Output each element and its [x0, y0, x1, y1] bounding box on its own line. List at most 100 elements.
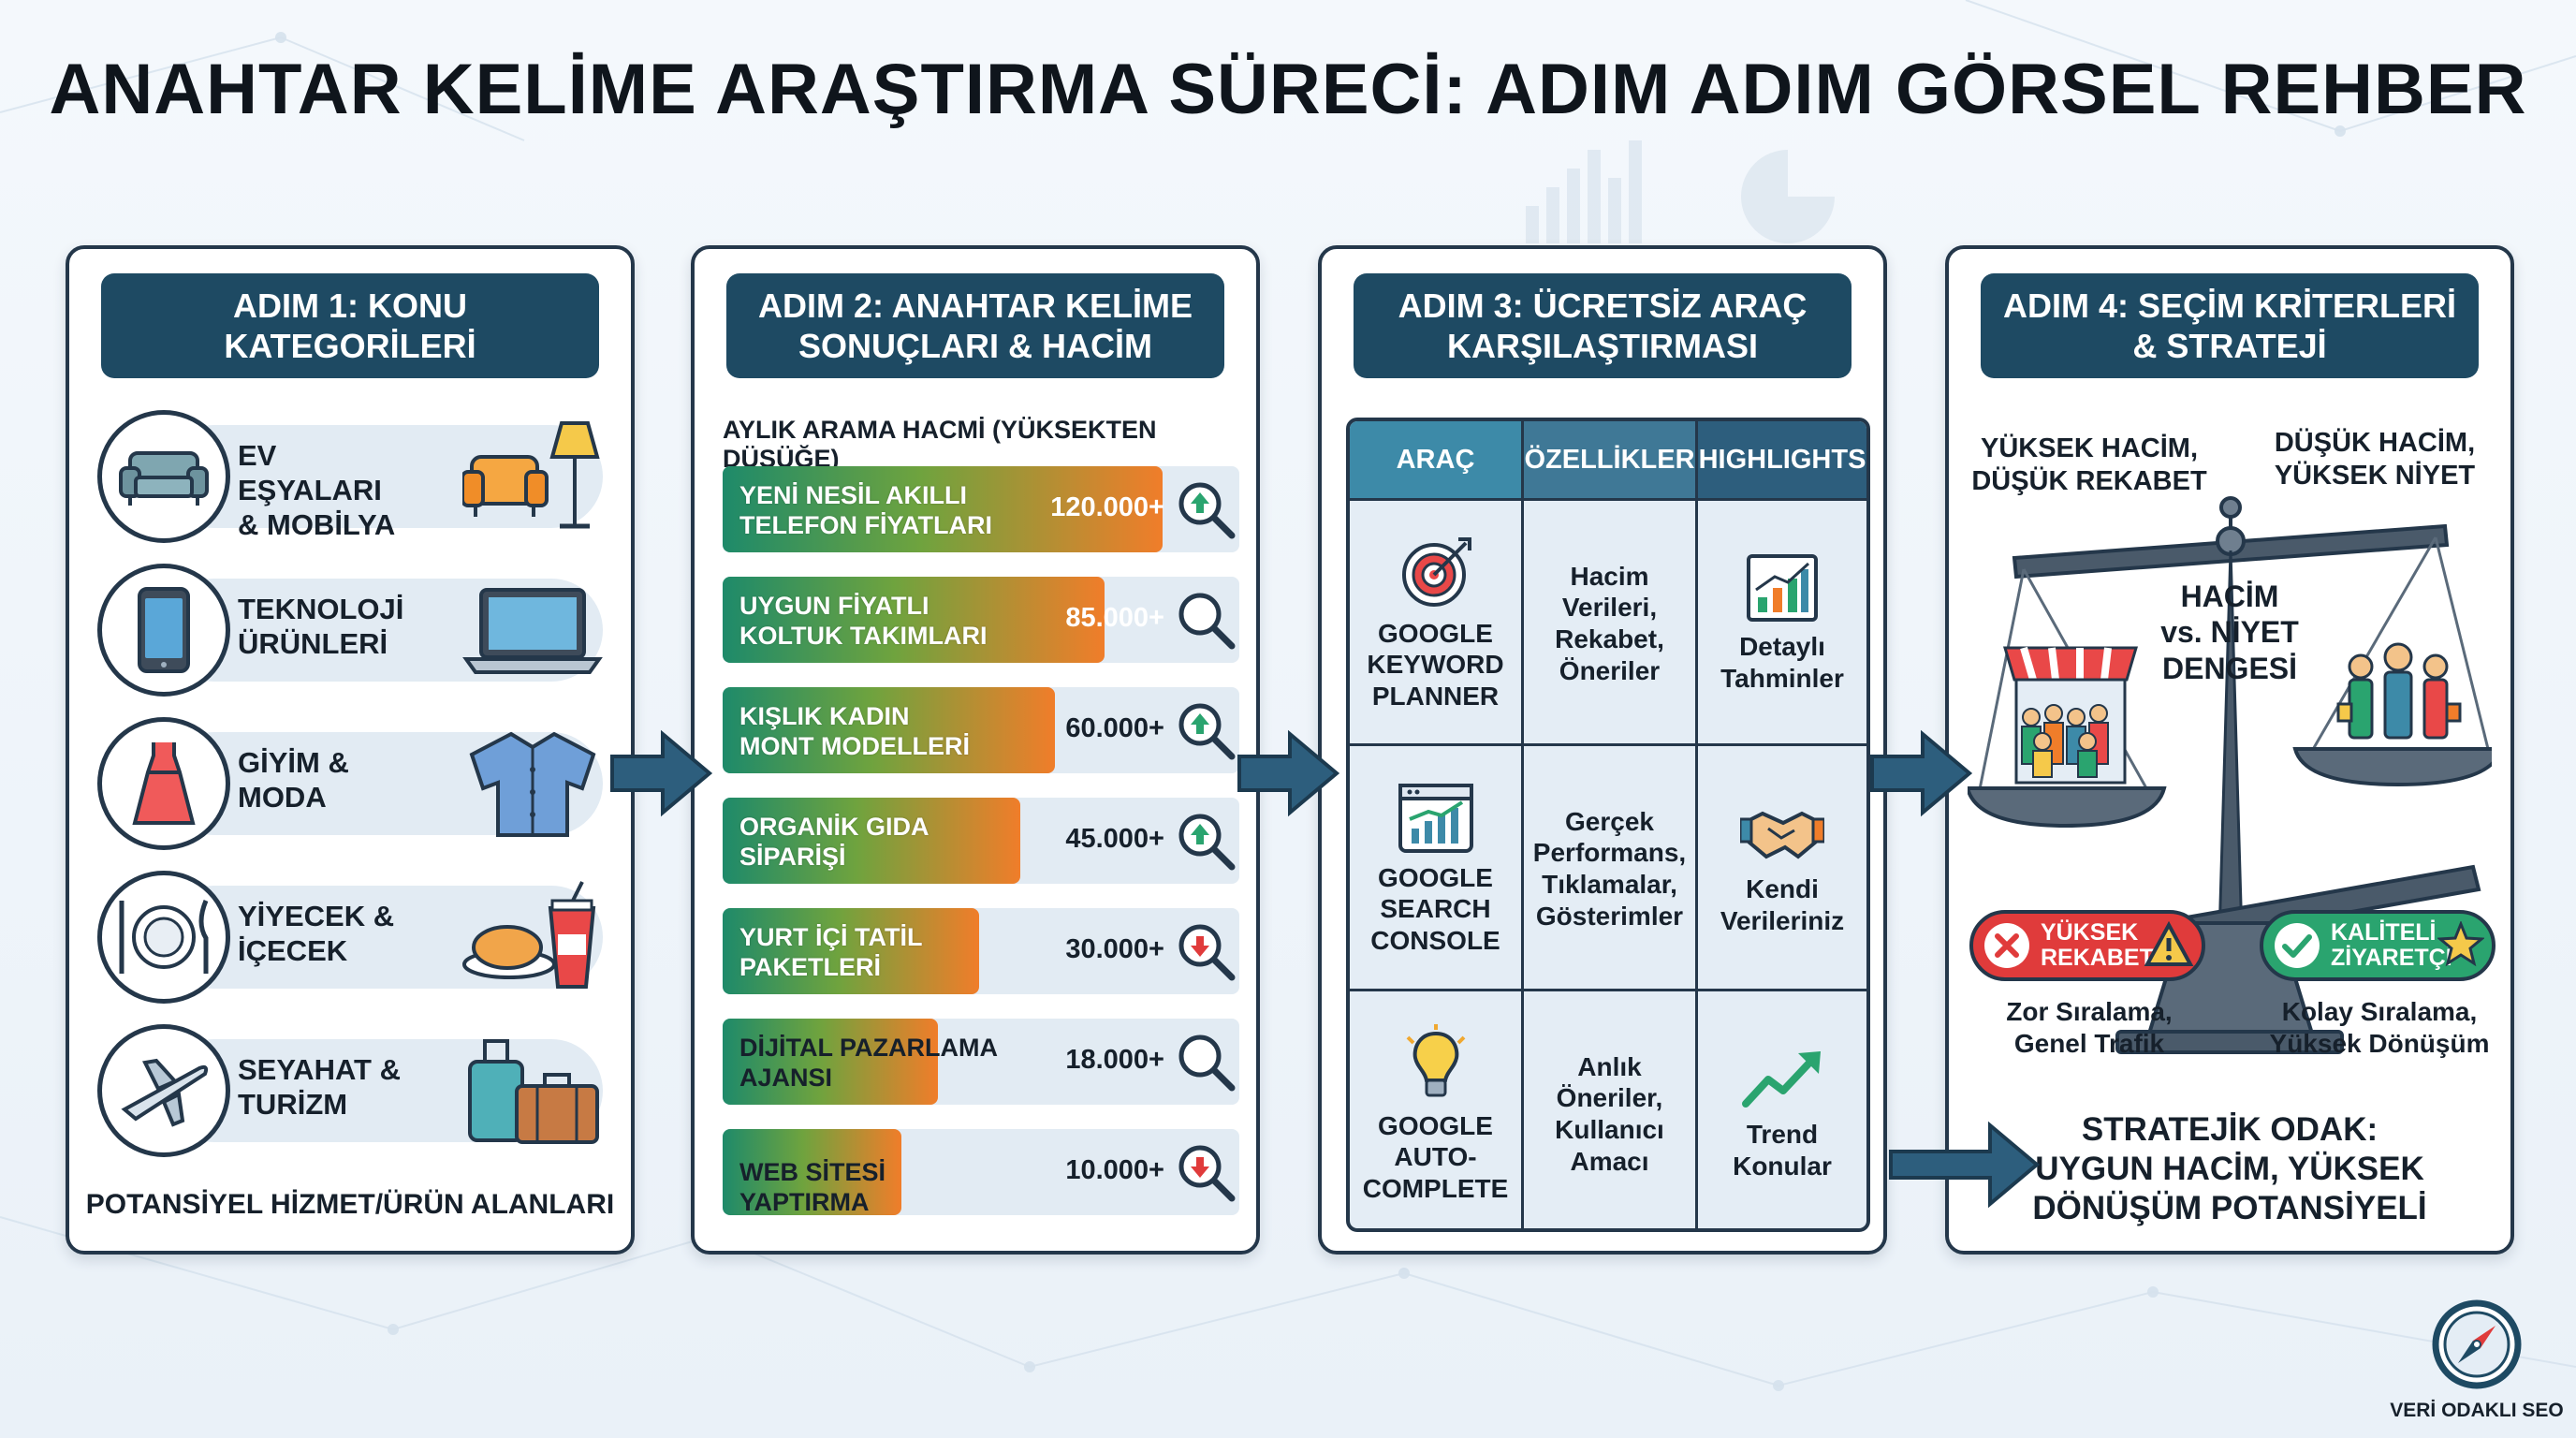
magnifier-search-icon	[1178, 593, 1236, 650]
tool-name: GOOGLE KEYWORD PLANNER	[1367, 618, 1504, 711]
balance-label: HACİM vs. NİYET DENGESİ	[2160, 580, 2299, 685]
brand-logo: VERİ ODAKLI SEO	[2383, 1298, 2570, 1422]
warning-icon	[2144, 921, 2194, 966]
magnifier-search-icon	[1178, 1034, 1236, 1092]
keyword-label: KIŞLIK KADIN MONT MODELLERİ	[739, 702, 970, 760]
category-label: TEKNOLOJİ ÜRÜNLERİ	[238, 593, 404, 661]
step1-header: ADIM 1: KONU KATEGORİLERİ	[101, 273, 599, 378]
tool-highlight: Kendi Verileriniz	[1720, 874, 1845, 935]
sofa-icon	[97, 410, 230, 543]
left-caption: Zor Sıralama, Genel Trafik	[2006, 997, 2173, 1058]
target-icon	[1401, 536, 1471, 607]
handshake-icon	[1740, 812, 1824, 859]
step2-header: ADIM 2: ANAHTAR KELİME SONUÇLARI & HACİM	[726, 273, 1224, 378]
volume-bar	[723, 577, 1105, 663]
quality-visitor-badge: KALİTELİ ZİYARETÇİ	[2260, 910, 2496, 981]
step3-panel: ADIM 3: ÜCRETSİZ ARAÇ KARŞILAŞTIRMASI AR…	[1318, 245, 1887, 1255]
arrow-right-icon	[1237, 729, 1340, 817]
step1-panel: ADIM 1: KONU KATEGORİLERİ EV EŞYALARI & …	[66, 245, 635, 1255]
keyword-row: DİJİTAL PAZARLAMA AJANSI 18.000+	[723, 1019, 1243, 1105]
category-item: YİYECEK & İÇECEK	[97, 871, 612, 1004]
lightbulb-icon	[1406, 1023, 1465, 1097]
keyword-volume: 120.000+	[1050, 492, 1164, 522]
check-icon	[2275, 923, 2320, 968]
analytics-window-icon	[1398, 783, 1473, 853]
magnifier-trend-up-icon	[1178, 814, 1236, 871]
category-label: GİYİM & MODA	[238, 746, 349, 814]
volume-bar	[723, 466, 1163, 552]
tool-highlight: Trend Konular	[1733, 1120, 1832, 1181]
category-label: YİYECEK & İÇECEK	[238, 900, 395, 968]
laptop-icon	[462, 573, 603, 687]
keyword-label: YENİ NESİL AKILLI TELEFON FİYATLARI	[739, 481, 992, 539]
close-icon	[1984, 923, 2029, 968]
shirt-icon	[462, 726, 603, 841]
step4-header: ADIM 4: SEÇİM KRİTERLERİ & STRATEJİ	[1981, 273, 2479, 378]
compass-icon	[2432, 1299, 2522, 1389]
luggage-icon	[462, 1034, 603, 1148]
keyword-label: UYGUN FİYATLI KOLTUK TAKIMLARI	[739, 592, 988, 650]
arrow-right-icon	[610, 729, 713, 817]
page-title: ANAHTAR KELİME ARAŞTIRMA SÜRECİ: ADIM AD…	[49, 50, 2527, 129]
dress-icon	[97, 717, 230, 850]
category-label: SEYAHAT & TURİZM	[238, 1053, 401, 1122]
brand-name: VERİ ODAKLI SEO	[2390, 1400, 2564, 1421]
arrow-right-icon	[1870, 729, 1973, 817]
category-item: SEYAHAT & TURİZM	[97, 1024, 612, 1157]
volume-bar	[723, 1019, 938, 1105]
volume-bar	[723, 908, 979, 994]
magnifier-trend-up-icon	[1178, 703, 1236, 760]
tool-features: Gerçek Performans, Tıklamalar, Gösteriml…	[1532, 806, 1687, 931]
tool-name: GOOGLE AUTO- COMPLETE	[1362, 1110, 1509, 1203]
keyword-volume: 18.000+	[1065, 1045, 1164, 1075]
keyword-row: ORGANİK GIDA SİPARİŞİ 45.000+	[723, 798, 1243, 884]
table-row: GOOGLE AUTO- COMPLETE Anlık Öneriler, Ku…	[1350, 989, 1866, 1228]
magnifier-trend-up-icon	[1178, 482, 1236, 539]
tool-features: Hacim Verileri, Rekabet, Öneriler	[1555, 561, 1664, 685]
column-header-features: ÖZELLİKLER	[1524, 421, 1698, 498]
keyword-volume: 60.000+	[1065, 713, 1164, 743]
armchair-lamp-icon	[461, 419, 603, 534]
tool-features: Anlık Öneriler, Kullanıcı Amacı	[1555, 1051, 1664, 1176]
keyword-label: WEB SİTESİ YAPTIRMA	[739, 1158, 886, 1216]
table-row: GOOGLE KEYWORD PLANNER Hacim Verileri, R…	[1350, 498, 1866, 746]
strategy-focus: STRATEJİK ODAK: UYGUN HACİM, YÜKSEK DÖNÜ…	[2032, 1111, 2427, 1226]
keyword-label: YURT İÇİ TATİL PAKETLERİ	[739, 923, 923, 981]
keyword-label: DİJİTAL PAZARLAMA AJANSI	[739, 1034, 998, 1092]
step2-panel: ADIM 2: ANAHTAR KELİME SONUÇLARI & HACİM…	[691, 245, 1260, 1255]
step4-panel: ADIM 4: SEÇİM KRİTERLERİ & STRATEJİ YÜKS…	[1945, 245, 2514, 1255]
badge-label: KALİTELİ ZİYARETÇİ	[2331, 918, 2452, 971]
category-item: EV EŞYALARI & MOBİLYA	[97, 410, 612, 543]
table-row: GOOGLE SEARCH CONSOLE Gerçek Performans,…	[1350, 743, 1866, 991]
keyword-volume: 45.000+	[1065, 824, 1164, 854]
keyword-row: YURT İÇİ TATİL PAKETLERİ 30.000+	[723, 908, 1243, 994]
keyword-row: WEB SİTESİ YAPTIRMA 10.000+	[723, 1129, 1243, 1216]
keyword-row: UYGUN FİYATLI KOLTUK TAKIMLARI 85.000+	[723, 577, 1243, 663]
category-item: TEKNOLOJİ ÜRÜNLERİ	[97, 564, 612, 697]
airplane-icon	[97, 1024, 230, 1157]
volume-bar	[723, 687, 1056, 773]
step1-footer: POTANSİYEL HİZMET/ÜRÜN ALANLARI	[85, 1189, 615, 1220]
keyword-volume: 85.000+	[1065, 603, 1164, 633]
volume-bar	[723, 798, 1021, 884]
right-criterion: DÜŞÜK HACİM, YÜKSEK NİYET	[2274, 428, 2476, 491]
tool-comparison-table: ARAÇ ÖZELLİKLER HIGHLIGHTS GOOGLE KEYWOR…	[1346, 418, 1870, 1232]
keyword-label: ORGANİK GIDA SİPARİŞİ	[739, 813, 929, 871]
tool-highlight: Detaylı Tahminler	[1720, 632, 1844, 693]
left-criterion: YÜKSEK HACİM, DÜŞÜK REKABET	[1971, 433, 2207, 496]
volume-bar	[723, 1129, 902, 1215]
keyword-volume: 10.000+	[1065, 1155, 1164, 1185]
tool-name: GOOGLE SEARCH CONSOLE	[1370, 862, 1500, 955]
step3-header: ADIM 3: ÜCRETSİZ ARAÇ KARŞILAŞTIRMASI	[1354, 273, 1852, 378]
right-caption: Kolay Sıralama, Yüksek Dönüşüm	[2269, 997, 2490, 1058]
keyword-volume: 30.000+	[1065, 934, 1164, 964]
column-header-tool: ARAÇ	[1350, 421, 1524, 498]
keyword-row: KIŞLIK KADIN MONT MODELLERİ 60.000+	[723, 687, 1243, 773]
bar-chart-icon	[1747, 554, 1818, 623]
magnifier-trend-down-icon	[1178, 1145, 1236, 1202]
volume-heading: AYLIK ARAMA HACMİ (YÜKSEKTEN DÜŞÜĞE)	[723, 416, 1157, 473]
plate-cutlery-icon	[97, 871, 230, 1004]
badge-label: YÜKSEK REKABET	[2041, 918, 2154, 971]
arrow-right-icon	[1889, 1121, 2041, 1209]
